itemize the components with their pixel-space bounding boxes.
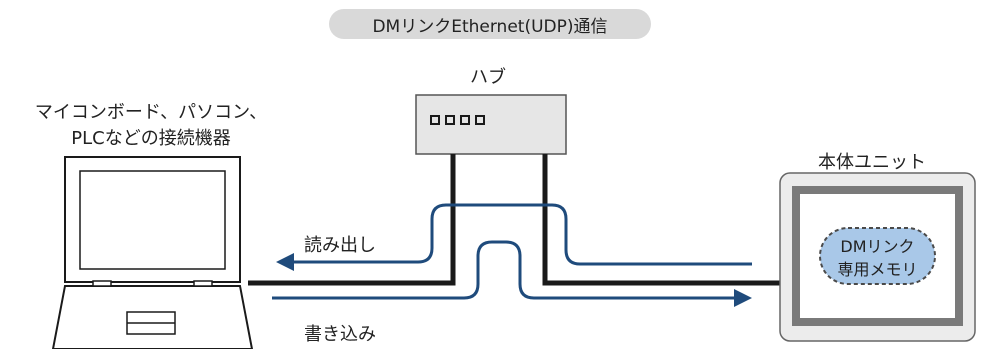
unit-label: 本体ユニット [818,152,926,173]
cable-hub-to-unit [542,154,785,286]
memory-label-line1: DMリンク [840,237,915,256]
read-flow-label: 読み出し [304,235,376,256]
laptop-device [51,156,254,349]
hub-device [415,94,567,155]
write-flow-label: 書き込み [304,324,376,345]
write-flow-arrow [272,240,752,307]
hub-label: ハブ [470,67,506,88]
ethernet-cables [248,154,785,286]
cable-host-to-hub [248,154,456,286]
memory-label-line2: 専用メモリ [837,260,918,279]
host-label-line1: マイコンボード、パソコン、 [34,102,268,123]
main-unit-device [779,172,976,342]
dm-link-memory [819,227,936,285]
hub-port-indicators [430,115,485,125]
read-flow-arrow [276,203,752,271]
diagram-title: DMリンクEthernet(UDP)通信 [329,9,651,39]
host-label-line2: PLCなどの接続機器 [71,128,231,149]
